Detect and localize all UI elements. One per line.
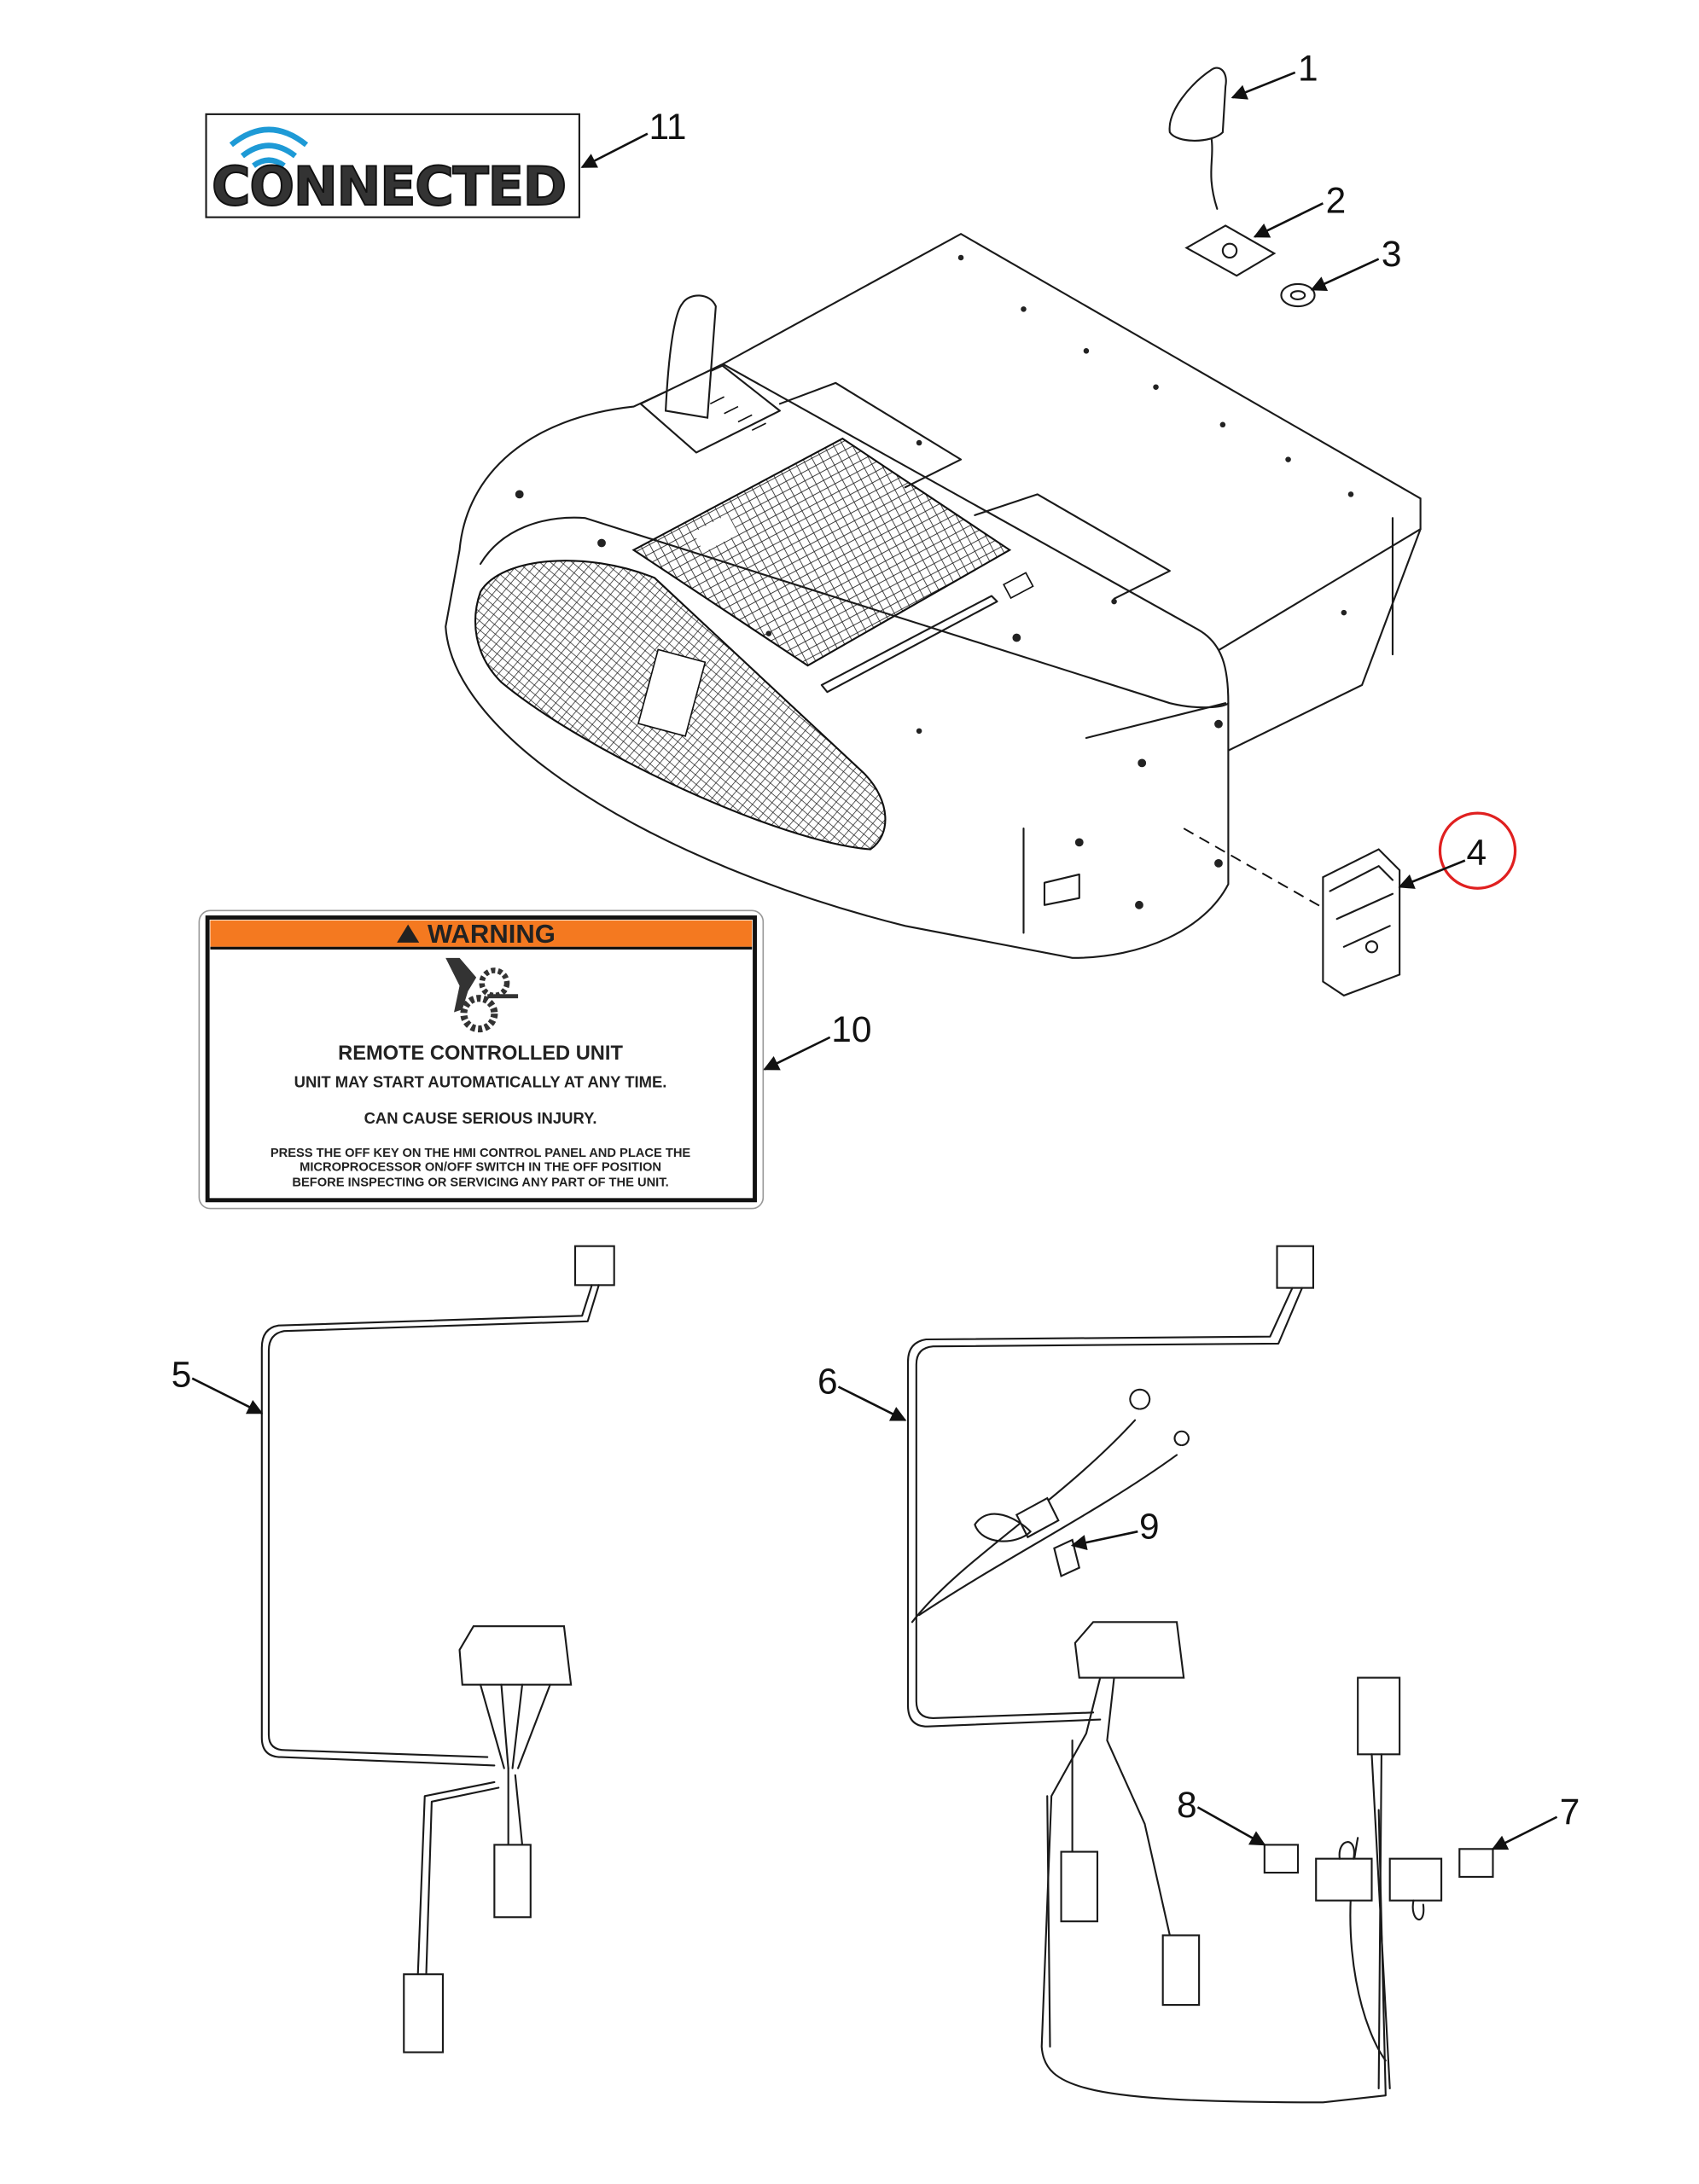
warning-title: REMOTE CONTROLLED UNIT: [338, 1043, 623, 1065]
callout-10[interactable]: 10: [831, 1009, 871, 1049]
wifi-icon: [229, 126, 309, 168]
fuse-7: [1458, 1848, 1494, 1879]
callouts: 1 2 3 4 5 6 7 8 9 10 11: [172, 49, 1580, 1850]
warning-instruction-2: MICROPROCESSOR ON/OFF SWITCH IN THE OFF …: [300, 1161, 661, 1175]
warning-line-2: CAN CAUSE SERIOUS INJURY.: [364, 1109, 597, 1127]
refrigeration-unit: [445, 233, 1422, 959]
callout-7[interactable]: 7: [1560, 1792, 1580, 1832]
antenna-nut: [1280, 282, 1316, 308]
highlight-circle: [1438, 811, 1517, 890]
warning-header: WARNING: [428, 919, 556, 949]
connected-text: CONNECTED: [212, 155, 571, 218]
fuse-8: [1263, 1844, 1300, 1874]
telematics-module: [1322, 848, 1401, 997]
warning-triangle-icon: [397, 924, 420, 943]
entanglement-hazard-icon: [445, 957, 519, 1033]
callout-9[interactable]: 9: [1139, 1506, 1160, 1546]
callout-11[interactable]: 11: [649, 107, 686, 147]
warning-line-1: UNIT MAY START AUTOMATICALLY AT ANY TIME…: [294, 1073, 667, 1091]
warning-instruction-1: PRESS THE OFF KEY ON THE HMI CONTROL PAN…: [271, 1147, 691, 1160]
exhaust-stack: [664, 294, 717, 419]
wiring-harness-6: [906, 1245, 1443, 2104]
callout-5[interactable]: 5: [172, 1354, 192, 1394]
condenser-grid: [631, 437, 1012, 667]
wiring-harness-5: [260, 1245, 615, 2053]
callout-4[interactable]: 4: [1466, 832, 1487, 872]
callout-6[interactable]: 6: [817, 1362, 838, 1402]
warning-decal: WARNING REMOTE CONTROLLED UNIT UNIT MAY …: [198, 909, 765, 1210]
install-path-line: [1183, 828, 1324, 909]
callout-3[interactable]: 3: [1382, 234, 1402, 274]
warning-instruction-3: BEFORE INSPECTING OR SERVICING ANY PART …: [292, 1176, 668, 1189]
callout-2[interactable]: 2: [1326, 181, 1347, 221]
callout-1[interactable]: 1: [1298, 49, 1318, 89]
antenna: [1168, 67, 1227, 210]
connected-decal: CONNECTED: [205, 113, 580, 218]
callout-8[interactable]: 8: [1177, 1785, 1197, 1825]
